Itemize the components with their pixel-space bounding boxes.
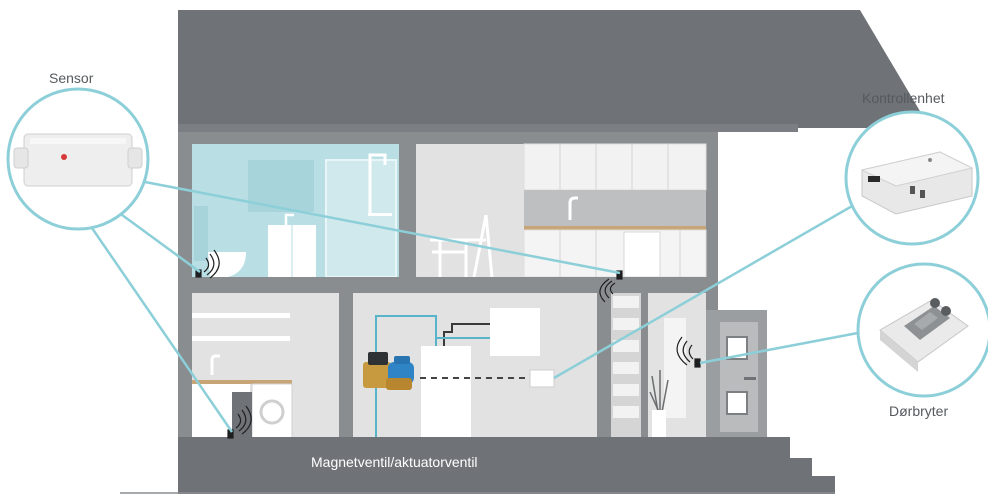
floor-slab — [178, 277, 718, 293]
sensor-label: Sensor — [49, 70, 93, 86]
door-handle — [744, 377, 756, 380]
kitchen-backsplash — [524, 190, 706, 228]
laundry-shelf-1 — [192, 313, 290, 318]
water-heater — [421, 346, 471, 438]
laundry-counter — [192, 380, 292, 384]
dishwasher — [624, 232, 660, 277]
distribution-box — [490, 308, 540, 356]
kitchen-countertop — [524, 226, 706, 230]
washing-machine — [252, 384, 292, 438]
control-unit-small — [530, 370, 554, 387]
door-switch-label: Dørbryter — [889, 403, 948, 419]
roof-eave — [178, 124, 798, 132]
control-unit-label: Kontrollenhet — [862, 90, 945, 106]
plant-pot — [652, 410, 666, 438]
hall-mirror — [664, 318, 686, 418]
kitchen-lower-cabinets — [524, 230, 706, 277]
entrance-steps — [768, 437, 835, 494]
kitchen-upper-cabinets — [524, 144, 706, 190]
dryer-gap — [232, 392, 252, 438]
toilet-tank — [194, 206, 208, 261]
door-window-bottom — [727, 392, 747, 414]
roof — [178, 10, 930, 128]
shower-rail — [368, 213, 392, 216]
valve-label: Magnetventil/aktuatorventil — [311, 454, 478, 470]
sensor-device-icon — [14, 134, 142, 186]
laundry-shelf-2 — [192, 336, 290, 341]
